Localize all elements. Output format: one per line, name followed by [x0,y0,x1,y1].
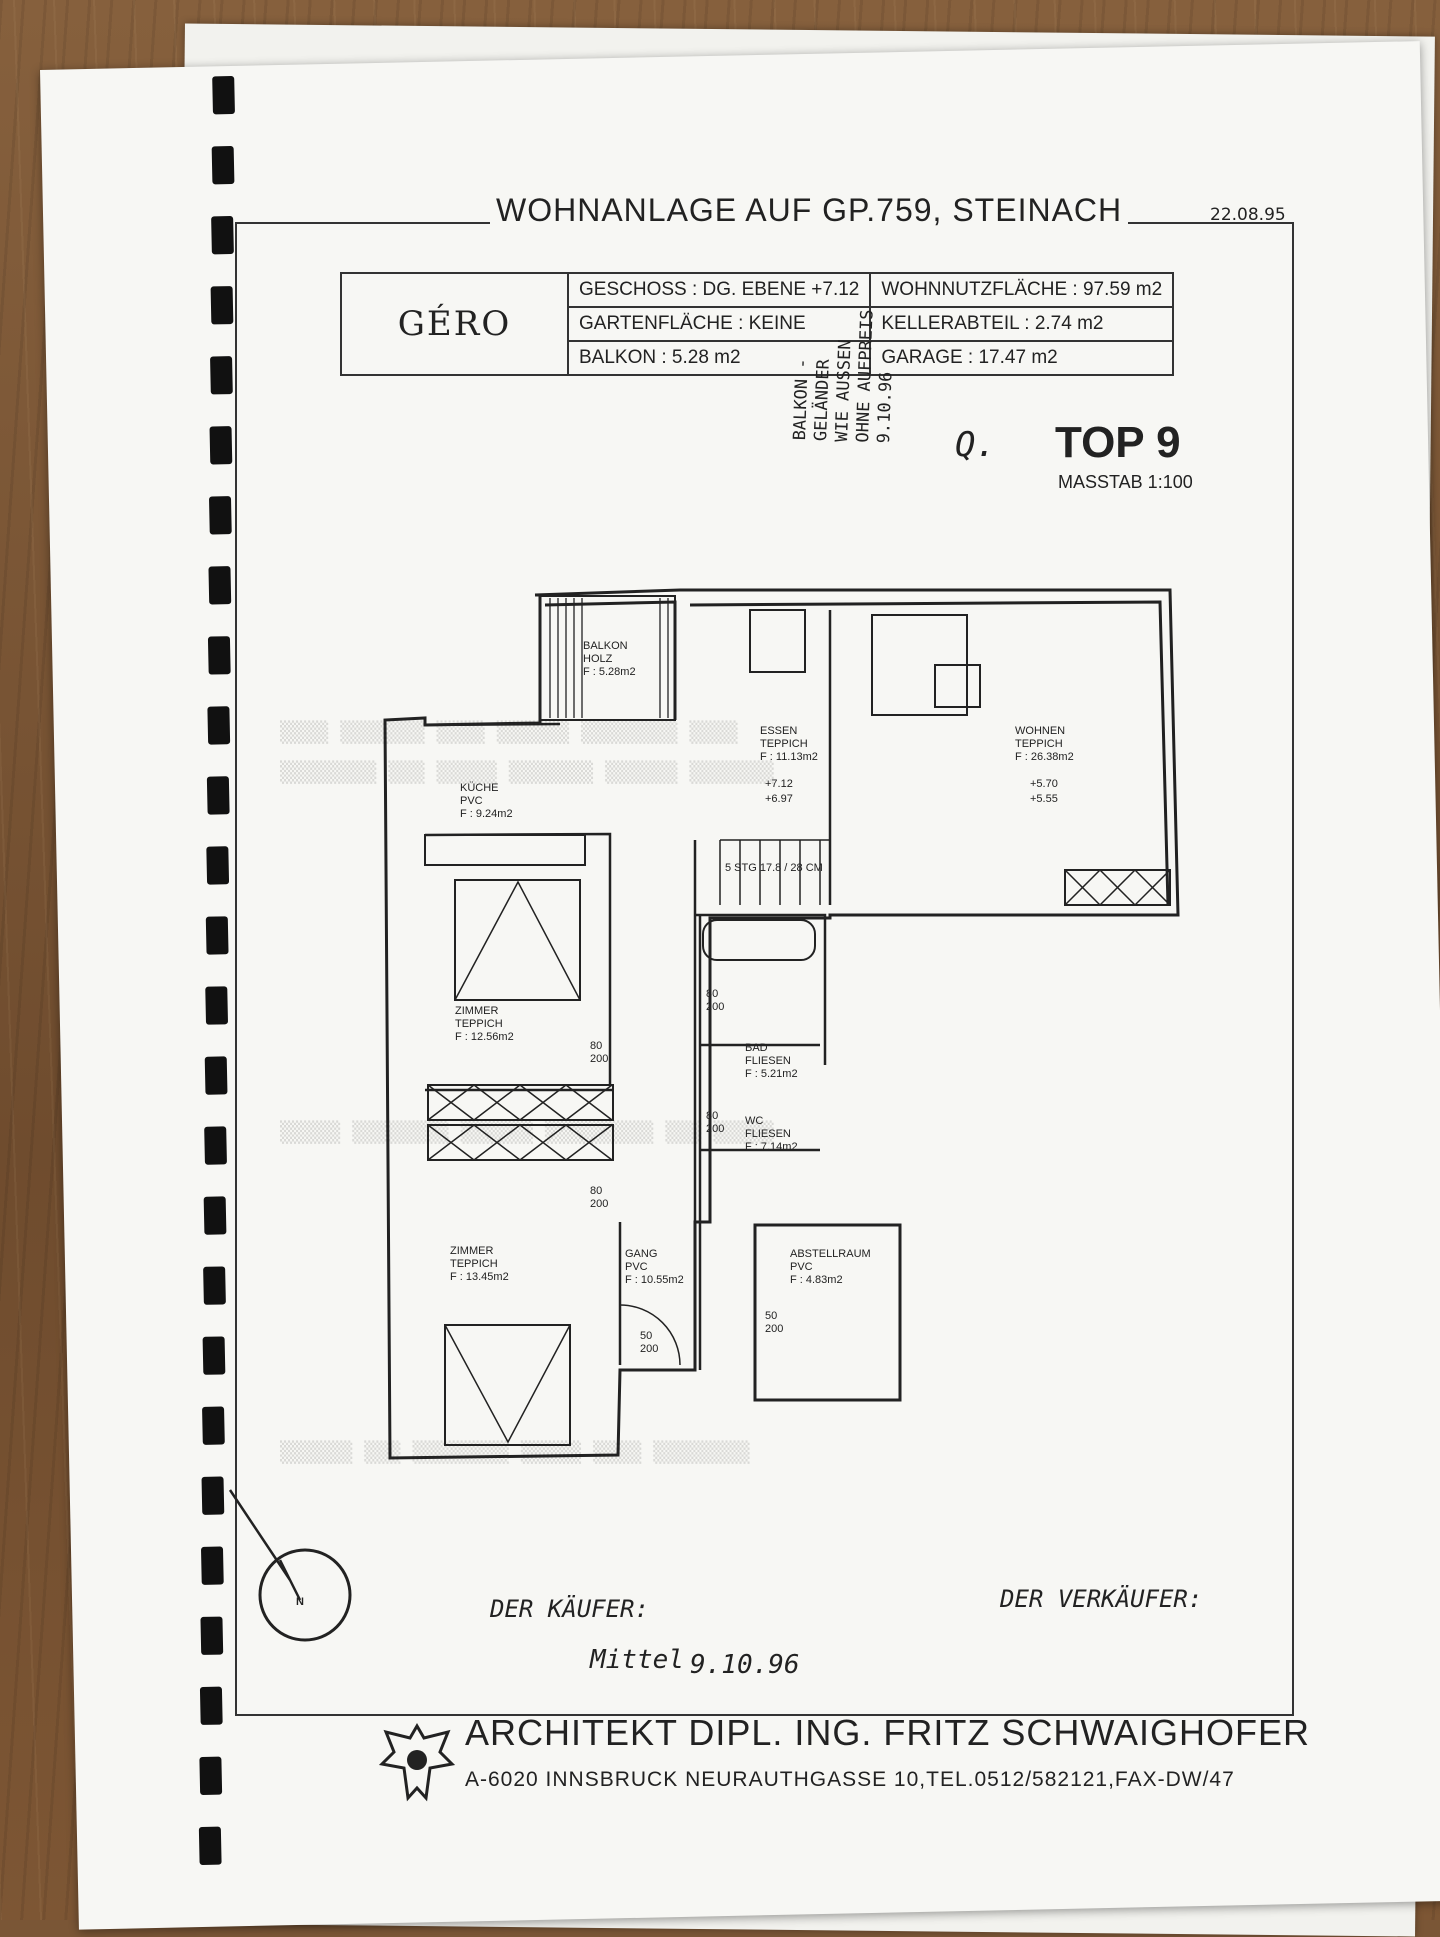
room-wc: WC FLIESEN F : 7.14m2 [745,1115,798,1154]
level-mark-4: +5.55 [1030,793,1058,805]
dining-table [749,609,806,673]
bed-1 [454,879,581,1001]
wohnen-name: WOHNEN [1015,725,1066,737]
seller-label: DER VERKÄUFER: [1000,1585,1203,1613]
scale-label: MASSTAB 1:100 [1058,472,1193,492]
balkon-floor: HOLZ [583,653,613,665]
wohnnutzflaeche-cell: WOHNNUTZFLÄCHE : 97.59 m2 [869,272,1175,308]
wohnen-area: F : 26.38m2 [1015,751,1074,763]
document-date: 22.08.95 [1210,205,1286,225]
buyer-label: DER KÄUFER: [490,1595,649,1623]
room-balkon: BALKON HOLZ F : 5.28m2 [583,640,636,679]
gartenflaeche-cell: GARTENFLÄCHE : KEINE [566,306,872,342]
room-bad: BAD FLIESEN F : 5.21m2 [745,1042,798,1081]
interior-walls [424,610,832,1370]
balcony-outline [539,595,676,721]
balkon-name: BALKON [583,640,628,652]
bed-2-cover [444,1324,571,1444]
gang-floor: PVC [625,1261,648,1273]
north-arrow-needle [228,1489,302,1601]
door-label-wc: 80 200 [706,1110,725,1135]
room-gang: GANG PVC F : 10.55m2 [625,1248,684,1287]
level-mark-2: +6.97 [765,793,793,805]
room-zimmer-2: ZIMMER TEPPICH F : 13.45m2 [450,1245,509,1284]
room-kueche: KÜCHE PVC F : 9.24m2 [460,782,513,821]
bed-2 [444,1324,571,1446]
room-essen: ESSEN TEPPICH F : 11.13m2 [760,725,818,764]
garage-cell: GARAGE : 17.47 m2 [869,340,1175,376]
eagle-emblem-icon [378,1723,456,1802]
level-mark-3: +5.70 [1030,778,1058,790]
stairs-label: 5 STG 17.8 / 28 CM [725,862,823,874]
balkon-cell: BALKON : 5.28 m2 [566,340,872,376]
unit-number: TOP 9 [1055,418,1181,467]
bad-floor: FLIESEN [745,1055,791,1067]
architect-name: ARCHITEKT DIPL. ING. FRITZ SCHWAIGHOFER [465,1712,1311,1753]
geschoss-cell: GESCHOSS : DG. EBENE +7.12 [566,272,872,308]
zimmer-2-floor: TEPPICH [450,1258,498,1270]
kellerabteil-cell: KELLERABTEIL : 2.74 m2 [869,306,1175,342]
zimmer-1-name: ZIMMER [455,1005,499,1017]
wardrobe-crosses [427,1084,613,1161]
info-table: GÉRO GESCHOSS : DG. EBENE +7.12 WOHNNUTZ… [340,272,1175,376]
signature-date: 9.10.96 [690,1650,800,1680]
wc-name: WC [745,1115,764,1127]
kueche-floor: PVC [460,795,483,807]
door-label-abstellraum: 50 200 [765,1310,784,1335]
kueche-name: KÜCHE [460,782,499,794]
north-arrow-circle [258,1548,352,1642]
bad-area: F : 5.21m2 [745,1068,798,1080]
room-wohnen: WOHNEN TEPPICH F : 26.38m2 [1015,725,1074,764]
door-label-zimmer-1: 80 200 [590,1040,609,1065]
wc-floor: FLIESEN [745,1128,791,1140]
room-zimmer-1: ZIMMER TEPPICH F : 12.56m2 [455,1005,514,1044]
essen-floor: TEPPICH [760,738,808,750]
bed-1-cover [454,880,581,1001]
bad-name: BAD [745,1042,768,1054]
wohnen-floor: TEPPICH [1015,738,1063,750]
stairs [719,839,830,905]
wardrobe-2 [427,1124,614,1161]
kueche-area: F : 9.24m2 [460,808,513,820]
cabinet-crosses [1064,869,1171,906]
door-swing [619,1304,681,1366]
zimmer-2-name: ZIMMER [450,1245,494,1257]
level-mark-1: +7.12 [765,778,793,790]
north-letter: N [296,1596,304,1608]
wc-area: F : 7.14m2 [745,1141,798,1153]
balcony-hatch [549,598,669,718]
abstellraum-name: ABSTELLRAUM [790,1248,871,1260]
architect-address: A-6020 INNSBRUCK NEURAUTHGASSE 10,TEL.05… [465,1768,1235,1791]
bathtub [702,919,816,961]
essen-area: F : 11.13m2 [760,751,818,763]
abstellraum-outline [753,1223,902,1402]
essen-name: ESSEN [760,725,798,737]
zimmer-1-area: F : 12.56m2 [455,1031,514,1043]
document-title: WOHNANLAGE AUF GP.759, STEINACH [490,192,1129,229]
door-label-entrance: 50 200 [640,1330,659,1355]
room-abstellraum: ABSTELLRAUM PVC F : 4.83m2 [790,1248,871,1287]
kitchen-counter [424,834,586,866]
living-cabinet [1064,869,1171,906]
coffee-table [934,664,981,708]
abstellraum-floor: PVC [790,1261,813,1273]
zimmer-2-area: F : 13.45m2 [450,1271,509,1283]
zimmer-1-floor: TEPPICH [455,1018,503,1030]
gang-area: F : 10.55m2 [625,1274,684,1286]
inner-wall-outline [544,600,1170,906]
balkon-area: F : 5.28m2 [583,666,636,678]
company-logo: GÉRO [340,272,569,376]
note-initial: Q. [955,425,996,465]
door-label-bad: 80 200 [706,988,725,1013]
abstellraum-area: F : 4.83m2 [790,1274,843,1286]
door-label-zimmer-2: 80 200 [590,1185,609,1210]
signature-name: Mittel [590,1645,684,1675]
gang-name: GANG [625,1248,658,1260]
